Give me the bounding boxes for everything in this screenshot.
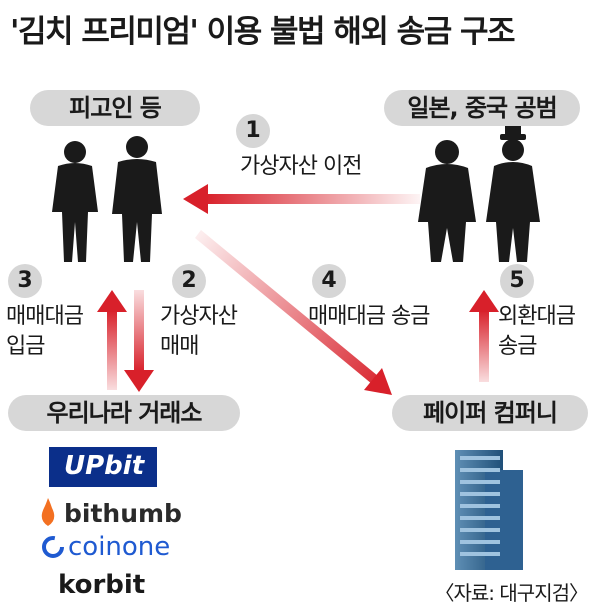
source-note: 〈자료: 대구지검〉	[434, 581, 589, 605]
bithumb-logo: bithumb	[64, 499, 182, 528]
node-paper-company: 페이퍼 컴퍼니	[392, 395, 588, 431]
step-label-5-line-1: 외환대금	[498, 304, 576, 329]
step-label-1: 가상자산 이전	[240, 154, 362, 179]
arrow-step-5	[469, 290, 499, 382]
node-defendants: 피고인 등	[30, 90, 200, 126]
step-label-3-line-1: 매매대금	[6, 304, 84, 329]
node-domestic-exchange: 우리나라 거래소	[8, 395, 240, 431]
step-number-2: 2	[172, 264, 206, 298]
step-number-3: 3	[8, 264, 42, 298]
arrow-step-4	[195, 230, 392, 395]
bithumb-flame-icon	[41, 498, 55, 526]
person-silhouette-icon	[52, 136, 162, 262]
upbit-logo-box	[49, 447, 157, 487]
step-number-5: 5	[500, 264, 534, 298]
arrow-step-1	[183, 184, 420, 214]
step-label-2: 가상자산 매매	[160, 302, 238, 362]
arrow-step-2	[124, 290, 154, 392]
upbit-logo: UPbit	[64, 451, 145, 481]
coinone-ring-icon	[42, 536, 64, 558]
node-accomplices: 일본, 중국 공범	[384, 90, 580, 126]
coinone-logo: coinone	[68, 532, 171, 562]
step-label-3: 매매대금 입금	[6, 302, 84, 362]
step-number-4: 4	[312, 264, 346, 298]
step-label-5: 외환대금 송금	[498, 302, 576, 362]
step-label-4: 매매대금 송금	[308, 304, 430, 329]
step-number-1: 1	[236, 114, 270, 148]
person-silhouette-icon	[418, 124, 540, 262]
korbit-logo: korbit	[58, 570, 146, 600]
step-label-2-line-2: 매매	[160, 334, 199, 359]
step-label-5-line-2: 송금	[498, 334, 537, 359]
step-label-2-line-1: 가상자산	[160, 304, 238, 329]
step-label-3-line-2: 입금	[6, 334, 45, 359]
page-title: '김치 프리미엄' 이용 불법 해외 송금 구조	[10, 14, 516, 50]
building-icon	[455, 450, 523, 570]
arrow-step-3	[97, 290, 127, 390]
